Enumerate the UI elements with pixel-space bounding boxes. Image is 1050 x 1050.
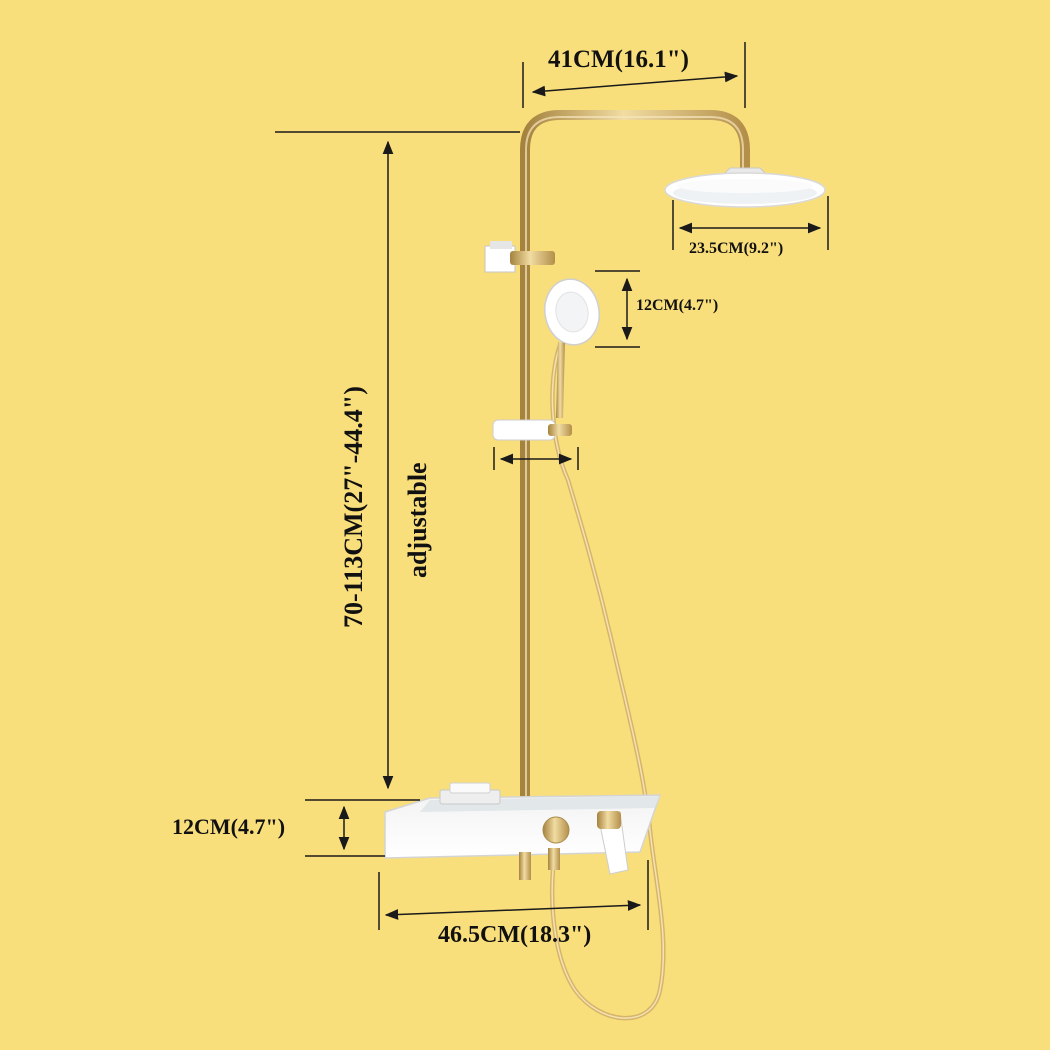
top-width-label: 41CM(16.1"): [548, 46, 689, 73]
base-width-label: 46.5CM(18.3"): [438, 922, 592, 948]
dimension-lines: [275, 42, 829, 930]
height-range-label: 70-113CM(27"-44.4"): [339, 386, 368, 628]
shelf-height-label: 12CM(4.7"): [172, 814, 286, 839]
dim-base-width: [384, 900, 642, 920]
shower-system: [384, 110, 826, 1021]
hand-shower: [544, 278, 600, 418]
hand-shower-holder: [484, 241, 555, 273]
slide-holder: [492, 419, 572, 441]
mixer-lever: [597, 811, 629, 875]
riser-pipe: [520, 110, 750, 870]
thermostatic-shelf: [384, 782, 662, 880]
hand-shower-label: 12CM(4.7"): [636, 297, 719, 314]
rain-shower-head: [664, 167, 826, 208]
shower-hose: [549, 344, 666, 1021]
temperature-knob: [542, 816, 570, 844]
adjustable-label: adjustable: [403, 462, 432, 578]
dim-top-width: [531, 71, 739, 97]
shower-head-label: 23.5CM(9.2"): [689, 240, 784, 257]
